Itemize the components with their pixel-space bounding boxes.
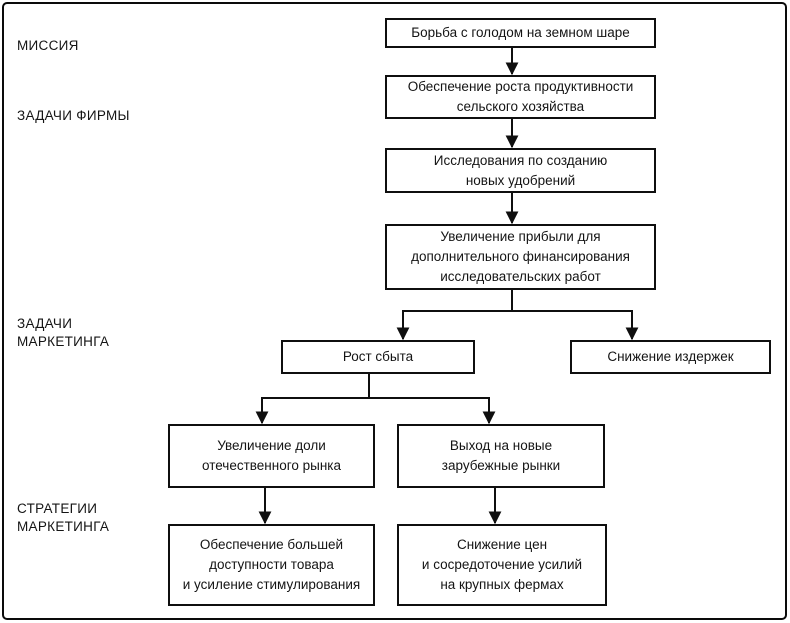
node-profit-increase: Увеличение прибыли для дополнительного ф…: [385, 224, 656, 290]
node-price-cut-large-farms: Снижение цен и сосредоточение усилий на …: [397, 524, 607, 606]
node-cost-reduction: Снижение издержек: [570, 340, 771, 374]
row-label-marketing-strategies: СТРАТЕГИИ МАРКЕТИНГА: [17, 501, 110, 535]
node-firm-objective: Обеспечение роста продуктивности сельско…: [385, 75, 656, 119]
node-domestic-market-share: Увеличение доли отечественного рынка: [168, 424, 375, 488]
row-label-firm-objectives: ЗАДАЧИ ФИРМЫ: [17, 108, 130, 123]
node-research: Исследования по созданию новых удобрений: [385, 148, 656, 193]
row-label-marketing-objectives: ЗАДАЧИ МАРКЕТИНГА: [17, 316, 110, 350]
node-mission: Борьба с голодом на земном шаре: [385, 18, 656, 48]
node-availability-promotion: Обеспечение большей доступности товара и…: [168, 524, 375, 606]
node-foreign-markets: Выход на новые зарубежные рынки: [397, 424, 605, 488]
node-sales-growth: Рост сбыта: [281, 340, 475, 374]
row-label-mission: МИССИЯ: [17, 38, 79, 53]
